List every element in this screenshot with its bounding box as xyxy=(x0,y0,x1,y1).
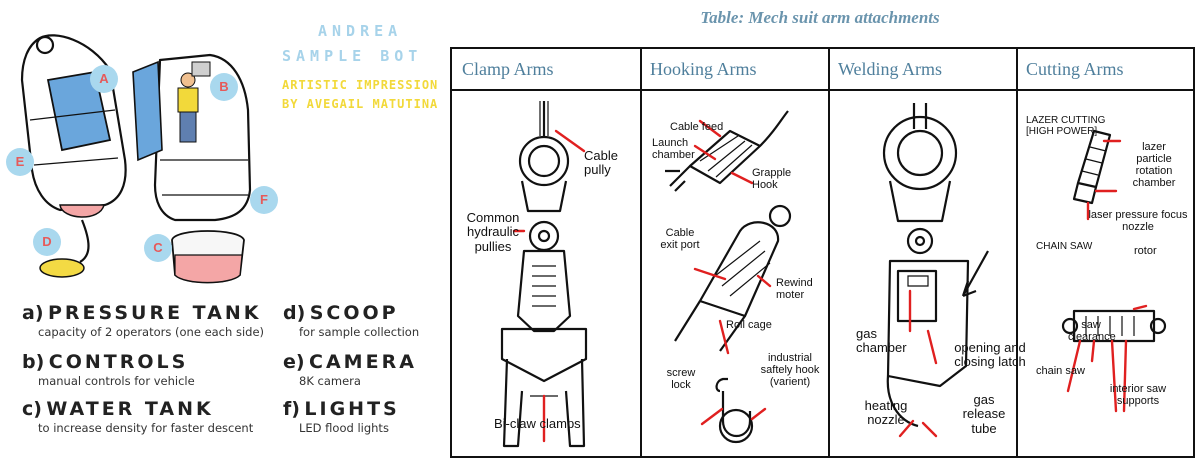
label-lazer-cutting-heading: LAZER CUTTING [HIGH POWER] xyxy=(1026,115,1106,137)
legend-letter: b) xyxy=(22,351,45,373)
callout-c: C xyxy=(144,234,172,262)
label-common-pullies: Common hydraulic pullies xyxy=(466,210,520,254)
vehicle-right-half xyxy=(132,53,252,284)
legend-letter: d) xyxy=(283,302,306,324)
legend-title: PRESSURE TANK xyxy=(47,302,262,324)
legend-item-camera: e) CAMERA 8K camera xyxy=(283,351,417,388)
label-opening-latch: opening and closing latch xyxy=(954,340,1026,370)
legend-letter: f) xyxy=(283,398,300,420)
label-gas-chamber: gas chamber xyxy=(856,326,907,356)
callout-e: E xyxy=(6,148,34,176)
label-gas-release-tube: gas release tube xyxy=(962,392,1006,436)
vehicle-left-half xyxy=(20,34,127,278)
label-saw-clearance: saw clearance xyxy=(1068,319,1116,344)
column-header-hooking: Hooking Arms xyxy=(650,59,757,79)
callout-b: B xyxy=(210,73,238,101)
credit-line-4: BY AVEGAIL MATUTINA xyxy=(282,97,439,111)
label-screw-lock: screw lock xyxy=(666,367,696,392)
column-divider xyxy=(828,49,830,456)
label-chain-saw-heading: CHAIN SAW xyxy=(1036,241,1093,252)
legend-item-scoop: d) SCOOP for sample collection xyxy=(283,302,419,339)
legend-item-pressure-tank: a) PRESSURE TANK capacity of 2 operators… xyxy=(22,302,264,339)
label-launch-chamber: Launch chamber xyxy=(652,137,695,162)
credit-line-2: SAMPLE BOT xyxy=(282,47,423,65)
legend-desc: capacity of 2 operators (one each side) xyxy=(38,325,265,339)
label-biclaw-clamps: Bi-claw clamps xyxy=(494,416,581,431)
label-heating-nozzle: heating nozzle xyxy=(864,398,908,428)
clamp-arm-sketch xyxy=(500,101,588,448)
legend-desc: for sample collection xyxy=(299,325,420,339)
label-cable-feed: Cable feed xyxy=(670,121,724,133)
column-header-welding: Welding Arms xyxy=(838,59,943,79)
label-grapple-hook: Grapple Hook xyxy=(752,167,792,192)
legend-title: LIGHTS xyxy=(304,398,400,420)
hook-arm-sketch xyxy=(665,110,792,444)
legend-item-water-tank: c) WATER TANK to increase density for fa… xyxy=(22,398,253,435)
legend-title: SCOOP xyxy=(309,302,399,324)
credit-line-1: ANDREA xyxy=(318,22,403,40)
legend-letter: a) xyxy=(22,302,44,324)
legend-title: WATER TANK xyxy=(46,398,214,420)
callout-a: A xyxy=(90,65,118,93)
label-cable-pully: Cable pully xyxy=(584,148,618,178)
label-roll-cage: Roll cage xyxy=(726,319,772,331)
sample-bot-illustration xyxy=(20,34,252,284)
label-rewind-moter: Rewind moter xyxy=(776,277,813,302)
attachments-table: Clamp Arms Hooking Arms Welding Arms Cut… xyxy=(450,47,1195,458)
label-cable-exit-port: Cable exit port xyxy=(660,227,700,252)
cutting-arm-sketch xyxy=(1061,129,1167,413)
legend-desc: manual controls for vehicle xyxy=(38,374,195,388)
legend-title: CAMERA xyxy=(309,351,417,373)
column-header-clamp: Clamp Arms xyxy=(462,59,554,79)
label-laser-pressure: laser pressure focus nozzle xyxy=(1088,209,1188,234)
label-chain-saw: chain saw xyxy=(1036,365,1085,377)
legend-desc: to increase density for faster descent xyxy=(38,421,254,435)
label-lazer-particle: lazer particle rotation chamber xyxy=(1132,141,1176,190)
welding-arm-sketch xyxy=(882,103,989,438)
legend-letter: c) xyxy=(22,398,42,420)
column-divider xyxy=(640,49,642,456)
sample-bot-panel: A B E F D C ANDREA SAMPLE BOT ARTISTIC I… xyxy=(0,0,440,465)
callout-f: F xyxy=(250,186,278,214)
table-caption: Table: Mech suit arm attachments xyxy=(700,8,940,27)
header-divider xyxy=(452,89,1193,91)
legend-item-lights: f) LIGHTS LED flood lights xyxy=(283,398,400,435)
callout-d: D xyxy=(33,228,61,256)
column-divider xyxy=(1016,49,1018,456)
label-rotor: rotor xyxy=(1134,245,1157,257)
column-header-cutting: Cutting Arms xyxy=(1026,59,1124,79)
label-industrial-hook: industrial saftely hook (varient) xyxy=(760,352,820,389)
credit-line-3: ARTISTIC IMPRESSION xyxy=(282,78,439,92)
legend-item-controls: b) CONTROLS manual controls for vehicle xyxy=(22,351,195,388)
legend-letter: e) xyxy=(283,351,305,373)
legend-title: CONTROLS xyxy=(48,351,189,373)
legend-desc: 8K camera xyxy=(299,374,361,388)
legend-desc: LED flood lights xyxy=(299,421,389,435)
label-interior-saw-supports: interior saw supports xyxy=(1109,383,1167,408)
